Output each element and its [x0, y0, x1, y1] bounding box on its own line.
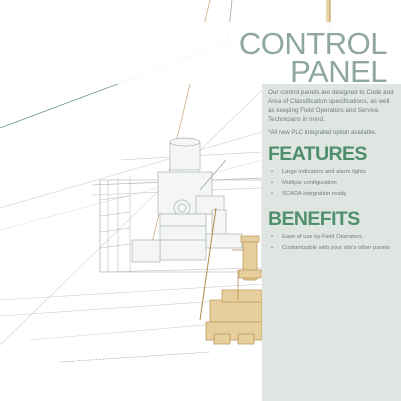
structure-line — [0, 89, 263, 346]
list-item: Large indicators and alarm lights — [271, 169, 400, 177]
structure-line — [199, 159, 227, 191]
structure-line — [0, 131, 263, 209]
title-line-2: PANEL — [290, 54, 387, 89]
list-item: Customizable with your site's other pane… — [271, 245, 400, 253]
list-item: Multiple configuration — [271, 180, 400, 188]
benefits-list: Ease of use by Field Operators Customiza… — [268, 234, 400, 256]
title-band — [0, 22, 401, 84]
info-panel — [262, 84, 401, 401]
title-line-1: CONTROL — [238, 26, 388, 61]
plc-note: *All new PLC integrated option available… — [268, 130, 377, 136]
stairs — [99, 176, 131, 272]
list-item: Ease of use by Field Operators — [271, 234, 400, 242]
control-panel-equipment — [205, 235, 263, 345]
features-list: Large indicators and alarm lights Multip… — [268, 169, 400, 202]
structure-line — [0, 159, 263, 231]
list-item: SCADA integration ready — [271, 191, 400, 199]
intro-text: Our control panels are designed to Code … — [268, 89, 394, 123]
pole — [326, 0, 330, 30]
benefits-heading: BENEFITS — [268, 208, 360, 230]
compressor-unit — [131, 137, 243, 263]
page-title: CONTROL PANEL — [238, 26, 388, 89]
features-heading: FEATURES — [268, 143, 367, 165]
pipe — [199, 207, 217, 321]
